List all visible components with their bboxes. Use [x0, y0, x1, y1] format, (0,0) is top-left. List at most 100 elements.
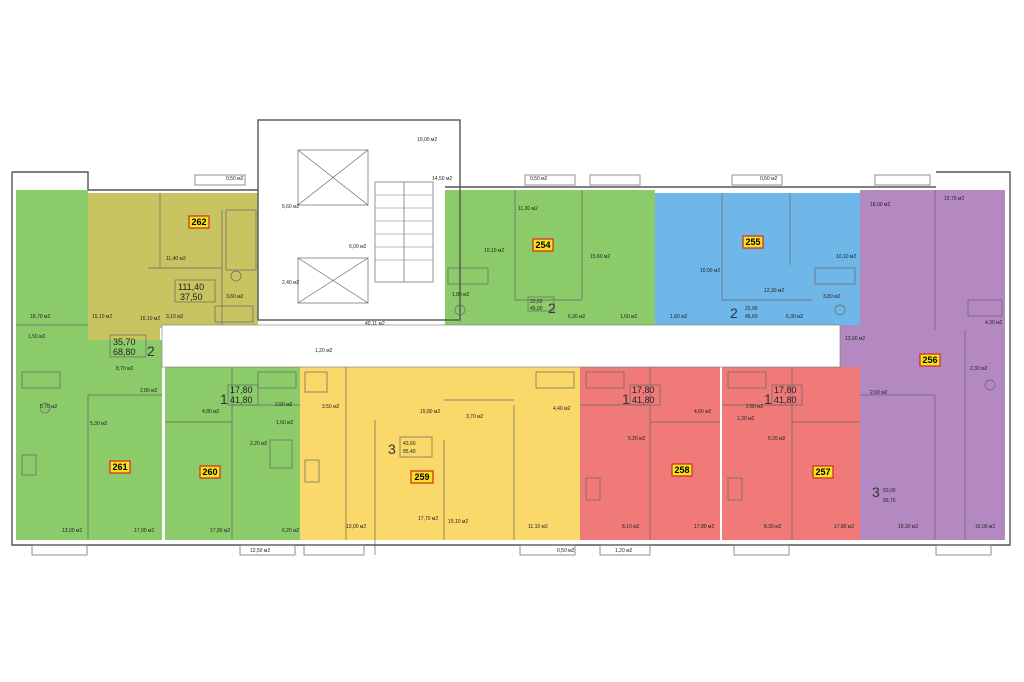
- label-262[interactable]: 262: [188, 215, 210, 229]
- apt-259-living: 85,40: [403, 449, 416, 455]
- room-area: 11,40 м2: [166, 256, 186, 262]
- apartment-258[interactable]: [580, 367, 720, 540]
- room-area: 17,80 м2: [834, 524, 854, 530]
- room-area: 4,80 м2: [202, 409, 220, 415]
- room-area: 0,50 м2: [760, 176, 778, 182]
- label-256[interactable]: 256: [919, 353, 941, 367]
- apartment-259-fill: [300, 367, 580, 540]
- label-256-text: 256: [922, 355, 937, 365]
- room-area: 16,30 м2: [898, 524, 918, 530]
- apt-255-living: 45,60: [745, 314, 758, 320]
- room-area: 0,50 м2: [557, 548, 575, 554]
- room-area: 5,60 м2: [282, 204, 300, 210]
- label-259[interactable]: 259: [410, 470, 434, 484]
- room-area: 15,60 м2: [590, 254, 610, 260]
- room-area-labels: 0,50 м2 11,40 м2 16,10 м2 3,60 м2 3,10 м…: [28, 137, 1003, 554]
- room-area: 3,10 м2: [166, 314, 184, 320]
- apt-255-total: 22,00: [745, 306, 758, 312]
- room-area: 5,20 м2: [628, 436, 646, 442]
- apartment-totals: 111,40 37,50 35,70 68,80 2 17,80 41,80 1…: [109, 279, 896, 504]
- room-area: 13,00 м2: [346, 524, 366, 530]
- room-area: 1,50 м2: [28, 334, 46, 340]
- room-area: 40,11 м2: [365, 321, 385, 327]
- apartment-255-fill: [655, 193, 860, 325]
- room-area: 18,70 м2: [30, 314, 50, 320]
- apt-262-living: 37,50: [180, 292, 203, 302]
- label-262-text: 262: [191, 217, 206, 227]
- room-area: 1,20 м2: [615, 548, 633, 554]
- label-260-text: 260: [202, 467, 217, 477]
- apartment-254[interactable]: [445, 190, 655, 325]
- room-area: 3,50 м2: [322, 404, 340, 410]
- apt-254-living: 45,00: [530, 306, 543, 312]
- label-261[interactable]: 261: [109, 460, 131, 474]
- label-258-text: 258: [674, 465, 689, 475]
- room-area: 5,30 м2: [90, 421, 108, 427]
- room-area: 17,00 м2: [134, 528, 154, 534]
- apartment-260[interactable]: [165, 367, 300, 540]
- room-area: 8,30 м2: [764, 524, 782, 530]
- label-254[interactable]: 254: [532, 238, 554, 252]
- room-area: 13,00 м2: [845, 336, 865, 342]
- room-area: 15,10 м2: [92, 314, 112, 320]
- label-261-text: 261: [112, 462, 127, 472]
- room-area: 10,00 м2: [700, 268, 720, 274]
- room-area: 1,60 м2: [620, 314, 638, 320]
- room-area: 1,20 м2: [315, 348, 333, 354]
- apt-256-rooms: 3: [872, 484, 880, 500]
- apartment-261[interactable]: [16, 190, 162, 540]
- room-area: 2,80 м2: [140, 388, 158, 394]
- apt-259-rooms: 3: [388, 441, 396, 457]
- apt-261-living: 68,80: [113, 347, 136, 357]
- room-area: 16,10 м2: [140, 316, 160, 322]
- apartment-255[interactable]: [655, 193, 860, 325]
- room-area: 15,80 м2: [420, 409, 440, 415]
- apartment-261-fill: [16, 190, 162, 540]
- apartment-259[interactable]: [300, 367, 580, 555]
- room-area: 10,10 м2: [836, 254, 856, 260]
- apt-257-living: 41,80: [774, 395, 797, 405]
- balconies: [31, 174, 992, 556]
- room-area: 11,10 м2: [528, 524, 548, 530]
- room-area: 0,50 м2: [530, 176, 548, 182]
- apt-254-rooms: 2: [548, 300, 556, 316]
- apt-260-rooms: 1: [220, 391, 228, 407]
- apt-254-total: 22,60: [530, 299, 543, 305]
- apt-256-total: 50,00: [883, 488, 896, 494]
- label-255[interactable]: 255: [742, 235, 764, 249]
- apt-259-total: 43,60: [403, 441, 416, 447]
- apt-262-total: 111,40: [178, 282, 204, 292]
- stairwell-core: [257, 119, 461, 321]
- apartment-262[interactable]: [88, 193, 258, 340]
- room-area: 17,80 м2: [694, 524, 714, 530]
- apt-258-living: 41,80: [632, 395, 655, 405]
- room-area: 2,80 м2: [746, 404, 764, 410]
- room-area: 15,70 м2: [944, 196, 964, 202]
- corridor: [161, 324, 841, 368]
- label-258[interactable]: 258: [671, 463, 693, 477]
- room-area: 1,80 м2: [670, 314, 688, 320]
- label-257[interactable]: 257: [812, 465, 834, 479]
- room-area: 18,00 м2: [870, 202, 890, 208]
- room-area: 3,70 м2: [466, 414, 484, 420]
- room-area: 8,10 м2: [622, 524, 640, 530]
- room-area: 6,20 м2: [282, 528, 300, 534]
- room-area: 1,80 м2: [452, 292, 470, 298]
- apt-256-living: 89,70: [883, 498, 896, 504]
- apartment-labels: 262 261 260 259 258 257 256 255: [109, 215, 941, 484]
- apt-260-living: 41,80: [230, 395, 253, 405]
- label-260[interactable]: 260: [199, 465, 221, 479]
- room-area: 1,30 м2: [737, 416, 755, 422]
- apt-261-rooms: 2: [147, 343, 155, 359]
- room-area: 5,20 м2: [768, 436, 786, 442]
- room-area: 8,70 м2: [116, 366, 134, 372]
- room-area: 11,30 м2: [518, 206, 538, 212]
- room-area: 2,60 м2: [870, 390, 888, 396]
- room-area: 2,40 м2: [282, 280, 300, 286]
- room-area: 17,70 м2: [418, 516, 438, 522]
- room-area: 10,00 м2: [417, 137, 437, 143]
- label-257-text: 257: [815, 467, 830, 477]
- label-254-text: 254: [535, 240, 550, 250]
- room-area: 6,30 м2: [568, 314, 586, 320]
